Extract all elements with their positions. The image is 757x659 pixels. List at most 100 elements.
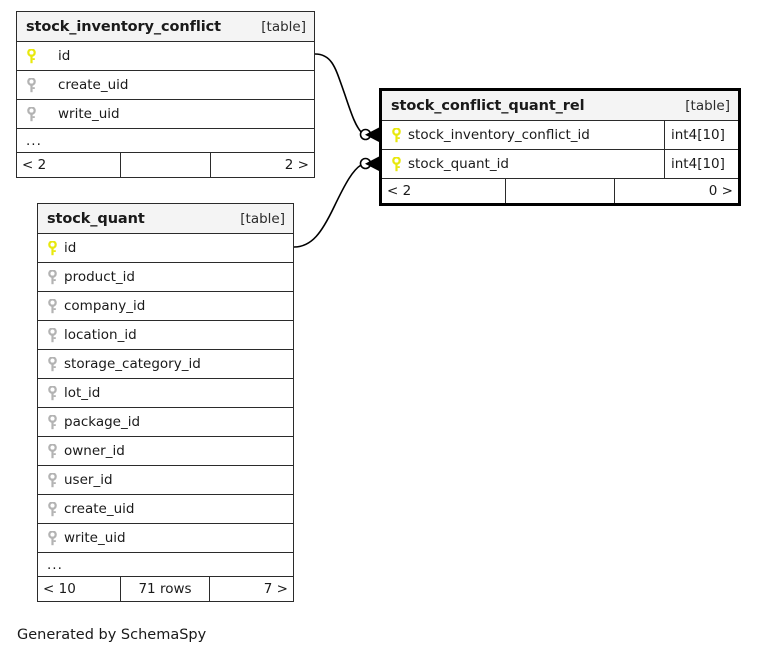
more-columns-indicator: ...	[38, 553, 293, 577]
table-header[interactable]: stock_inventory_conflict [table]	[17, 12, 314, 42]
column-cell: stock_inventory_conflict_id	[382, 121, 664, 149]
more-columns-indicator: ...	[17, 129, 314, 153]
footer-children-count[interactable]: 2 >	[284, 157, 309, 173]
column-name: stock_inventory_conflict_id	[408, 127, 590, 143]
table-row[interactable]: product_id	[38, 263, 293, 292]
footer-parents-count[interactable]: < 10	[43, 581, 76, 597]
relationship-edge-conflict-to-rel	[314, 53, 380, 142]
column-type: int4[10]	[664, 121, 738, 149]
foreign-key-icon	[47, 326, 58, 343]
foreign-key-icon	[47, 355, 58, 372]
foreign-key-icon	[47, 500, 58, 517]
footer-children-count[interactable]: 0 >	[708, 183, 733, 199]
column-cell: owner_id	[38, 437, 293, 465]
table-row[interactable]: lot_id	[38, 379, 293, 408]
table-row[interactable]: package_id	[38, 408, 293, 437]
foreign-key-icon	[47, 268, 58, 285]
column-cell: create_uid	[17, 71, 314, 99]
column-name: stock_quant_id	[408, 156, 509, 172]
column-cell: write_uid	[38, 524, 293, 552]
table-title: stock_quant	[47, 210, 145, 227]
column-name: owner_id	[64, 443, 125, 459]
column-cell: company_id	[38, 292, 293, 320]
column-name: lot_id	[64, 385, 101, 401]
foreign-key-icon	[47, 384, 58, 401]
table-row[interactable]: company_id	[38, 292, 293, 321]
column-cell: id	[17, 42, 314, 70]
table-row[interactable]: write_uid	[17, 100, 314, 129]
foreign-key-icon	[47, 442, 58, 459]
table-kind-label: [table]	[685, 97, 730, 114]
table-row[interactable]: create_uid	[38, 495, 293, 524]
column-cell: lot_id	[38, 379, 293, 407]
table-row[interactable]: storage_category_id	[38, 350, 293, 379]
column-name: create_uid	[64, 501, 135, 517]
foreign-key-icon	[47, 529, 58, 546]
crow-foot-arrowhead	[365, 127, 379, 142]
table-footer: < 2 0 >	[382, 179, 738, 203]
table-footer: < 10 71 rows 7 >	[38, 577, 293, 601]
generated-by-caption: Generated by SchemaSpy	[17, 627, 207, 643]
column-cell: storage_category_id	[38, 350, 293, 378]
foreign-key-icon	[26, 105, 37, 122]
table-row[interactable]: user_id	[38, 466, 293, 495]
column-name: id	[58, 48, 71, 64]
table-row[interactable]: location_id	[38, 321, 293, 350]
footer-parents-count[interactable]: < 2	[22, 157, 47, 173]
column-name: product_id	[64, 269, 135, 285]
column-name: location_id	[64, 327, 137, 343]
foreign-key-icon	[47, 297, 58, 314]
primary-key-icon	[47, 239, 58, 256]
table-row[interactable]: id	[38, 234, 293, 263]
column-name: company_id	[64, 298, 146, 314]
table-row[interactable]: stock_quant_id int4[10]	[382, 150, 738, 179]
column-cell: create_uid	[38, 495, 293, 523]
column-cell: product_id	[38, 263, 293, 291]
footer-parents-count[interactable]: < 2	[387, 183, 412, 199]
column-cell: location_id	[38, 321, 293, 349]
primary-key-icon	[391, 155, 402, 172]
table-row[interactable]: stock_inventory_conflict_id int4[10]	[382, 121, 738, 150]
table-title: stock_conflict_quant_rel	[391, 97, 585, 114]
table-header[interactable]: stock_conflict_quant_rel [table]	[382, 91, 738, 121]
column-name: write_uid	[64, 530, 126, 546]
table-kind-label: [table]	[240, 210, 285, 227]
column-name: create_uid	[58, 77, 129, 93]
cardinality-zero-circle	[359, 157, 372, 170]
table-header[interactable]: stock_quant [table]	[38, 204, 293, 234]
table-title: stock_inventory_conflict	[26, 18, 221, 35]
table-row[interactable]: id	[17, 42, 314, 71]
foreign-key-icon	[47, 471, 58, 488]
footer-rows-count	[120, 153, 211, 177]
column-name: id	[64, 240, 77, 256]
table-node-stock-inventory-conflict[interactable]: stock_inventory_conflict [table] id	[16, 11, 315, 178]
footer-rows-count	[505, 179, 615, 203]
foreign-key-icon	[47, 413, 58, 430]
cardinality-zero-circle	[359, 128, 372, 141]
column-type: int4[10]	[664, 150, 738, 178]
column-name: storage_category_id	[64, 356, 201, 372]
table-node-stock-quant[interactable]: stock_quant [table] id	[37, 203, 294, 602]
table-node-stock-conflict-quant-rel[interactable]: stock_conflict_quant_rel [table] stock_i…	[379, 88, 741, 206]
footer-children-count[interactable]: 7 >	[263, 581, 288, 597]
table-row[interactable]: create_uid	[17, 71, 314, 100]
primary-key-icon	[391, 126, 402, 143]
crow-foot-arrowhead	[365, 156, 379, 171]
foreign-key-icon	[26, 76, 37, 93]
table-row[interactable]: write_uid	[38, 524, 293, 553]
column-name: package_id	[64, 414, 141, 430]
column-cell: package_id	[38, 408, 293, 436]
ellipsis-label: ...	[26, 132, 42, 149]
column-cell: user_id	[38, 466, 293, 494]
column-name: user_id	[64, 472, 113, 488]
table-row[interactable]: owner_id	[38, 437, 293, 466]
primary-key-icon	[26, 47, 37, 64]
column-cell: id	[38, 234, 293, 262]
column-cell: stock_quant_id	[382, 150, 664, 178]
table-footer: < 2 2 >	[17, 153, 314, 177]
footer-rows-count: 71 rows	[120, 577, 210, 601]
ellipsis-label: ...	[47, 556, 63, 573]
column-cell: write_uid	[17, 100, 314, 128]
column-name: write_uid	[58, 106, 120, 122]
